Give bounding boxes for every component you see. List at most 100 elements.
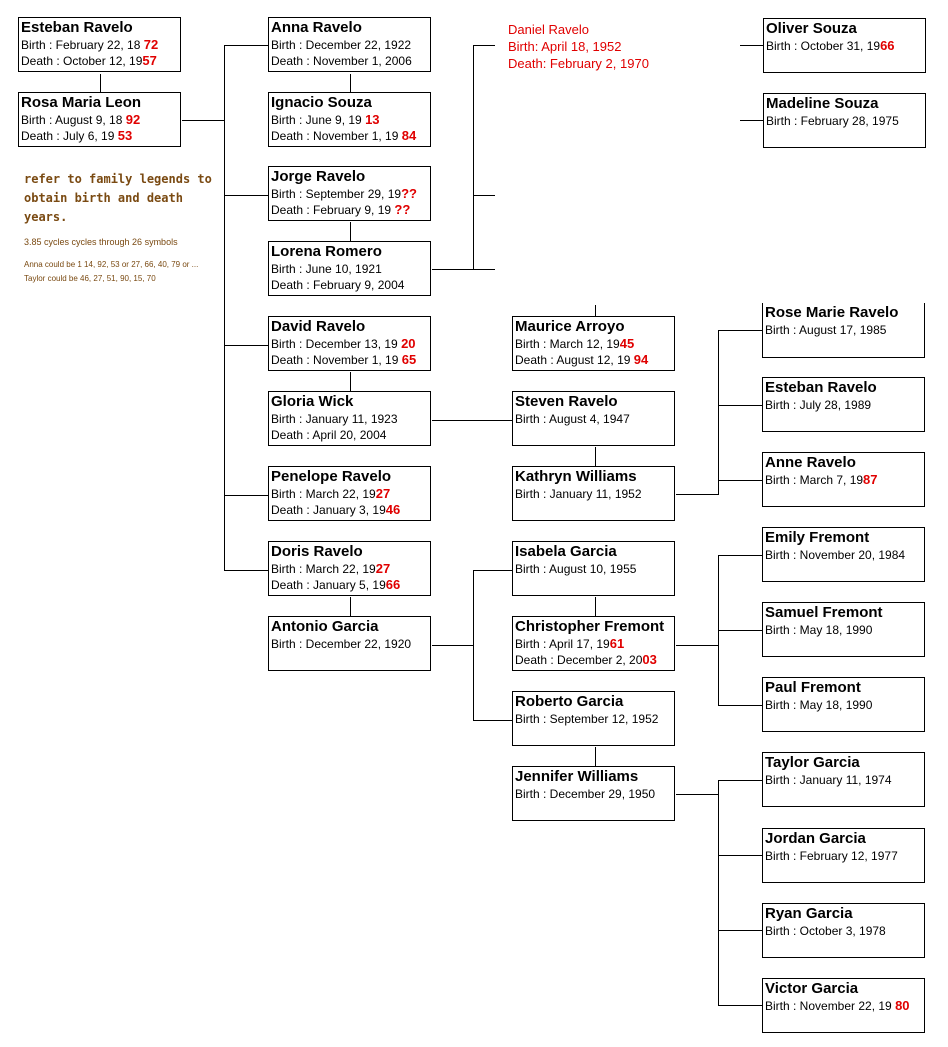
connector-line [740, 120, 763, 121]
person-name: Emily Fremont [765, 529, 870, 546]
connector-line [350, 222, 351, 241]
connector-line [473, 45, 474, 270]
birth-line: Birth : November 20, 1984 [765, 548, 906, 562]
person-name: Anna Ravelo [271, 19, 362, 36]
daniel-birth: Birth: April 18, 1952 [508, 39, 622, 54]
birth-line: Birth : June 9, 19 13 [271, 112, 380, 127]
birth-line: Birth : September 12, 1952 [515, 712, 659, 726]
possibilities-note: Anna could be 1 14, 92, 53 or 27, 66, 40… [24, 258, 198, 286]
connector-line [224, 495, 268, 496]
death-line: Death : December 2, 2003 [515, 652, 657, 667]
birth-line: Birth : July 28, 1989 [765, 398, 872, 412]
connector-line [432, 645, 473, 646]
connector-line [224, 345, 268, 346]
highlighted-digits: 27 [375, 486, 391, 501]
connector-line [718, 555, 762, 556]
connector-line [718, 405, 762, 406]
connector-line [224, 45, 268, 46]
connector-line [595, 747, 596, 766]
person-name: David Ravelo [271, 318, 366, 335]
birth-line: Birth : January 11, 1923 [271, 412, 398, 426]
person-name: Victor Garcia [765, 980, 859, 997]
connector-line [718, 480, 762, 481]
birth-line: Birth : December 22, 1920 [271, 637, 412, 651]
connector-line [676, 645, 718, 646]
highlighted-digits: 87 [863, 472, 878, 487]
person-name: Oliver Souza [766, 20, 857, 37]
death-line: Death : July 6, 19 53 [21, 128, 133, 143]
connector-line [224, 570, 268, 571]
highlighted-digits: 57 [142, 53, 157, 68]
birth-line: Birth : October 3, 1978 [765, 924, 886, 938]
birth-line: Birth : August 17, 1985 [765, 323, 887, 337]
highlighted-digits: 20 [401, 336, 416, 351]
connector-line [100, 74, 101, 93]
person-name: Taylor Garcia [765, 754, 860, 771]
death-line: Death : October 12, 1957 [21, 53, 157, 68]
birth-line: Birth : September 29, 19?? [271, 186, 417, 201]
highlighted-digits: 66 [385, 577, 401, 592]
birth-line: Birth : February 28, 1975 [766, 114, 899, 128]
death-line: Death : February 9, 19 ?? [271, 202, 411, 217]
highlighted-digits: 66 [880, 38, 895, 53]
person-name: Esteban Ravelo [21, 19, 133, 36]
birth-line: Birth : March 7, 1987 [765, 472, 878, 487]
connector-line [740, 45, 763, 46]
person-name: Jorge Ravelo [271, 168, 366, 185]
birth-line: Birth : March 22, 1927 [271, 486, 391, 501]
highlighted-digits: 45 [619, 336, 635, 351]
birth-line: Birth : December 29, 1950 [515, 787, 656, 801]
death-line: Death : November 1, 19 84 [271, 128, 417, 143]
person-name: Kathryn Williams [515, 468, 637, 485]
connector-line [718, 930, 762, 931]
daniel-name: Daniel Ravelo [508, 22, 589, 37]
person-name: Penelope Ravelo [271, 468, 392, 485]
person-name: Roberto Garcia [515, 693, 624, 710]
connector-line [224, 195, 268, 196]
birth-line: Birth : February 22, 18 72 [21, 37, 159, 52]
person-name: Madeline Souza [766, 95, 879, 112]
connector-line [718, 780, 762, 781]
connector-line [182, 120, 224, 121]
connector-line [432, 420, 512, 421]
person-name: Rose Marie Ravelo [765, 304, 899, 321]
highlighted-digits: 03 [642, 652, 657, 667]
connector-line [350, 74, 351, 93]
highlighted-digits: 46 [385, 502, 401, 517]
connector-line [718, 330, 762, 331]
person-name: Anne Ravelo [765, 454, 856, 471]
person-name: Jordan Garcia [765, 830, 866, 847]
connector-line [224, 45, 225, 570]
highlighted-digits: 13 [365, 112, 380, 127]
connector-line [676, 494, 718, 495]
connector-line [595, 305, 596, 316]
birth-line: Birth : June 10, 1921 [271, 262, 382, 276]
daniel-death: Death: February 2, 1970 [508, 56, 649, 71]
connector-line [473, 45, 495, 46]
cycles-note: 3.85 cycles cycles through 26 symbols [24, 237, 178, 247]
person-name: Ryan Garcia [765, 905, 853, 922]
highlighted-digits: 94 [633, 352, 649, 367]
death-line: Death : February 9, 2004 [271, 278, 405, 292]
death-line: Death : November 1, 19 65 [271, 352, 417, 367]
birth-line: Birth : December 13, 19 20 [271, 336, 416, 351]
birth-line: Birth : January 11, 1952 [515, 487, 642, 501]
